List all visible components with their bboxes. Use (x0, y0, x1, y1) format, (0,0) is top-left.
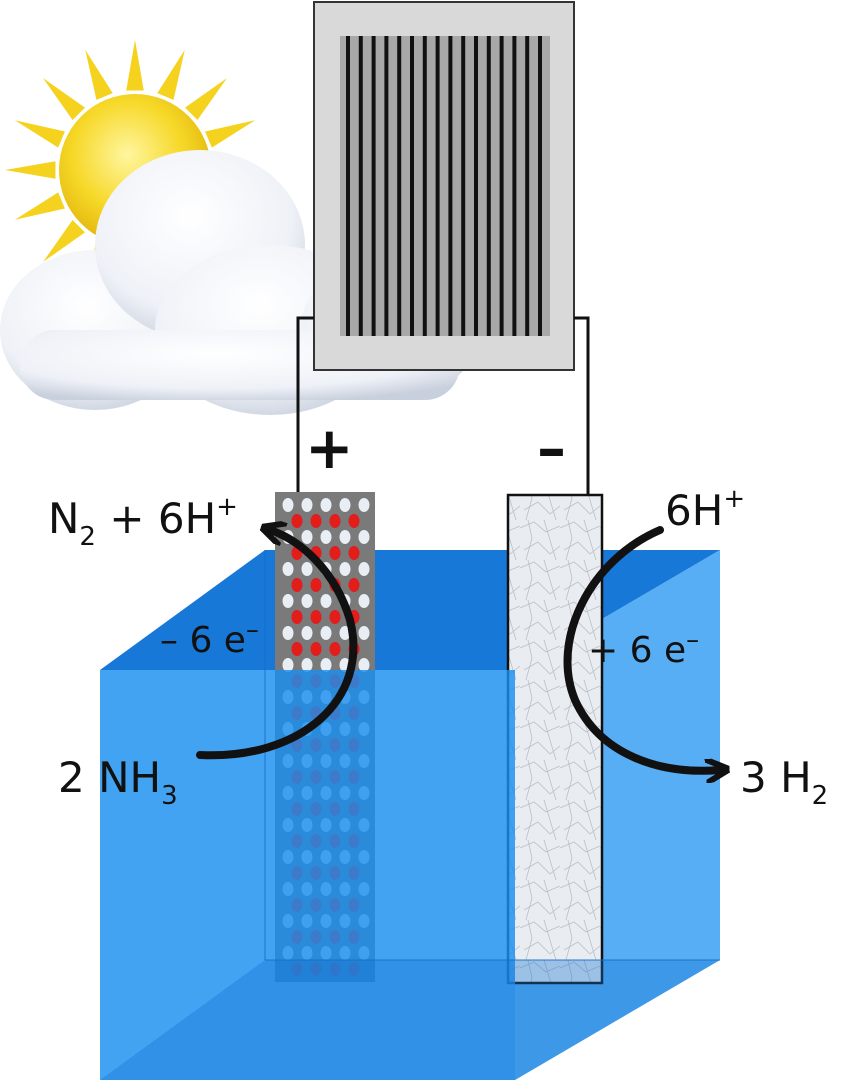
circuit-wires (296, 316, 590, 495)
anode-electrons-label: – 6 e– (160, 615, 259, 661)
catalyst-dot (282, 626, 294, 640)
catalyst-dot (282, 658, 294, 672)
catalyst-dot (339, 626, 351, 640)
catalyst-dot (310, 514, 322, 528)
catalyst-dot (329, 642, 341, 656)
anode-sign: + (305, 414, 354, 482)
anode-reactant-label: 2 NH3 (58, 753, 178, 811)
anode-reaction-arrow (196, 530, 358, 760)
sun-ray (43, 78, 85, 120)
catalyst-dot (358, 530, 370, 544)
catalyst-dot (301, 498, 313, 512)
catalyst-dot (282, 498, 294, 512)
catalyst-dot (348, 578, 360, 592)
catalyst-dot (310, 642, 322, 656)
sun-ray (126, 40, 144, 91)
catalyst-dot (320, 626, 332, 640)
catalyst-dot (301, 658, 313, 672)
sun-ray (14, 120, 65, 148)
catalyst-dot (358, 626, 370, 640)
catalyst-dot (358, 562, 370, 576)
catalyst-dot (310, 610, 322, 624)
sun-ray (43, 220, 85, 262)
anode-product-label: N2 + 6H+ (48, 492, 238, 552)
water-tank-front (100, 550, 720, 1080)
sun-ray (185, 78, 227, 120)
catalyst-dot (291, 578, 303, 592)
sun-ray (5, 161, 56, 179)
catalyst-dot (358, 498, 370, 512)
catalyst-dot (301, 594, 313, 608)
catalyst-dot (291, 514, 303, 528)
sun-ray (205, 120, 256, 148)
cathode-reaction-arrow (563, 526, 720, 771)
catalyst-dot (282, 594, 294, 608)
catalyst-dot (301, 530, 313, 544)
sun-ray (157, 49, 185, 100)
catalyst-dot (291, 642, 303, 656)
catalyst-dot (320, 498, 332, 512)
sun-ray (85, 49, 113, 100)
catalyst-dot (291, 610, 303, 624)
catalyst-dot (339, 530, 351, 544)
catalyst-dot (339, 498, 351, 512)
catalyst-dot (329, 514, 341, 528)
catalyst-dot (358, 594, 370, 608)
catalyst-dot (358, 658, 370, 672)
catalyst-dot (329, 610, 341, 624)
catalyst-dot (320, 658, 332, 672)
catalyst-dot (320, 594, 332, 608)
cathode-reactant-label: 6H+ (665, 484, 745, 535)
sun-ray (14, 192, 65, 220)
catalyst-dot (339, 562, 351, 576)
catalyst-dot (320, 530, 332, 544)
catalyst-dot (348, 546, 360, 560)
cathode-product-label: 3 H2 (740, 753, 828, 811)
catalyst-dot (301, 562, 313, 576)
cathode-electrons-label: + 6 e– (588, 625, 699, 671)
catalyst-dot (301, 626, 313, 640)
catalyst-dot (329, 546, 341, 560)
catalyst-dot (310, 578, 322, 592)
catalyst-dot (348, 514, 360, 528)
solar-panel-icon (313, 1, 575, 371)
catalyst-dot (282, 562, 294, 576)
cathode-electrode (506, 493, 604, 985)
cathode-sign: – (537, 414, 566, 482)
